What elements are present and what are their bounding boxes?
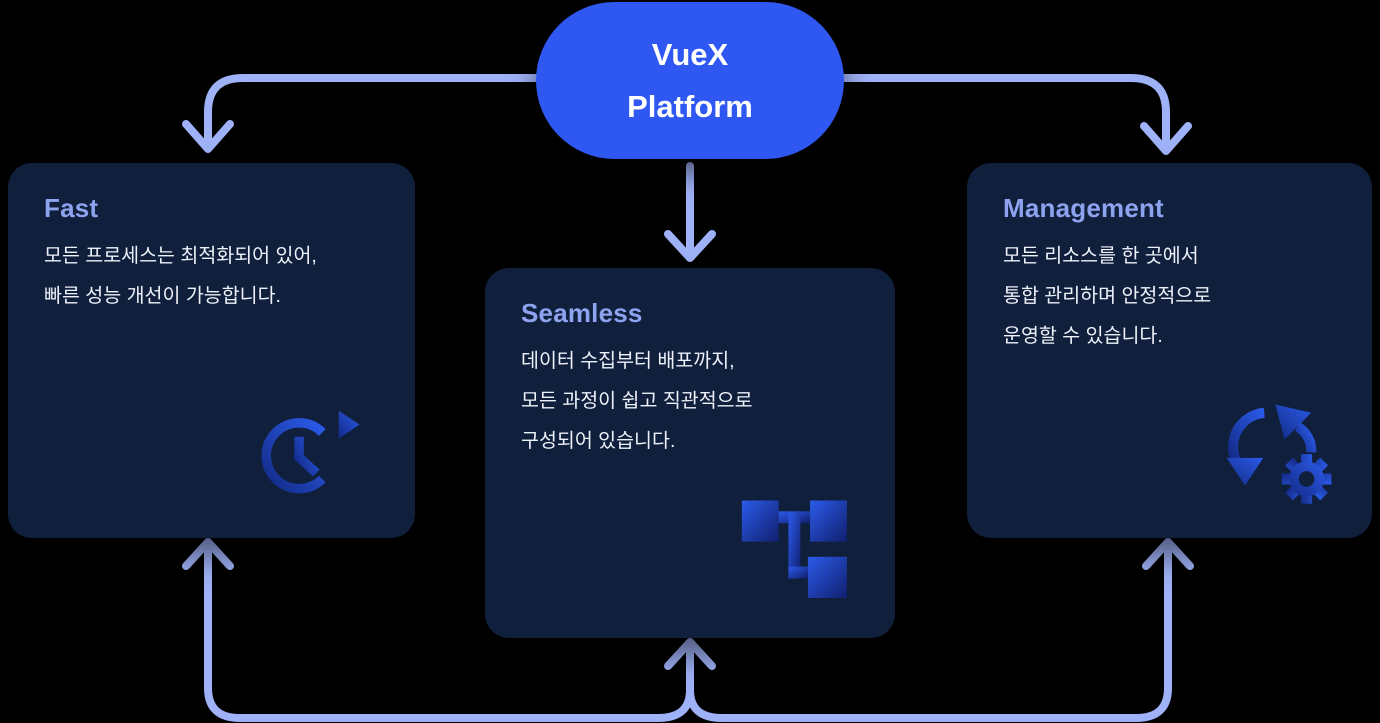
card-seamless-line-3: 구성되어 있습니다. (521, 430, 676, 452)
card-fast-line-1: 모든 프로세스는 최적화되어 있어, (44, 245, 317, 267)
card-management-line-3: 운영할 수 있습니다. (1003, 325, 1163, 347)
arrowhead-root-to-fast (182, 120, 234, 153)
root-node-vuex-platform: VueX Platform (536, 2, 844, 159)
arrow-root-to-management (839, 74, 1170, 152)
card-management-title: Management (1003, 193, 1164, 223)
arrow-root-to-fast (204, 74, 541, 150)
card-management-line-1: 모든 리소스를 한 곳에서 (1003, 245, 1199, 267)
sync-gear-icon (1222, 404, 1336, 508)
arrowhead-loop-to-fast (182, 538, 234, 570)
card-management: Management 모든 리소스를 한 곳에서 통합 관리하며 안정적으로 운… (967, 163, 1372, 538)
card-fast-line-2: 빠른 성능 개선이 가능합니다. (44, 285, 281, 307)
card-seamless-title: Seamless (521, 298, 643, 328)
card-seamless: Seamless 데이터 수집부터 배포까지, 모든 과정이 쉽고 직관적으로 … (485, 268, 895, 638)
flowchart-nodes-icon (741, 494, 851, 598)
card-fast-title: Fast (44, 193, 99, 223)
card-management-line-2: 통합 관리하며 안정적으로 (1003, 285, 1212, 307)
arrowhead-loop-to-management (1142, 538, 1194, 570)
root-node-label-line2: Platform (627, 88, 753, 124)
card-fast: Fast 모든 프로세스는 최적화되어 있어, 빠른 성능 개선이 가능합니다. (8, 163, 415, 538)
arrowhead-loop-to-seamless (664, 638, 716, 670)
card-seamless-line-1: 데이터 수집부터 배포까지, (521, 350, 735, 372)
arrowhead-root-to-seamless (664, 230, 716, 262)
arrow-loop-right (686, 542, 1172, 722)
arrowhead-root-to-management (1140, 122, 1192, 155)
root-node-label-line1: VueX (651, 36, 729, 72)
card-seamless-line-2: 모든 과정이 쉽고 직관적으로 (521, 390, 753, 412)
clock-history-icon (261, 406, 363, 502)
gear-glyph (1281, 454, 1332, 504)
